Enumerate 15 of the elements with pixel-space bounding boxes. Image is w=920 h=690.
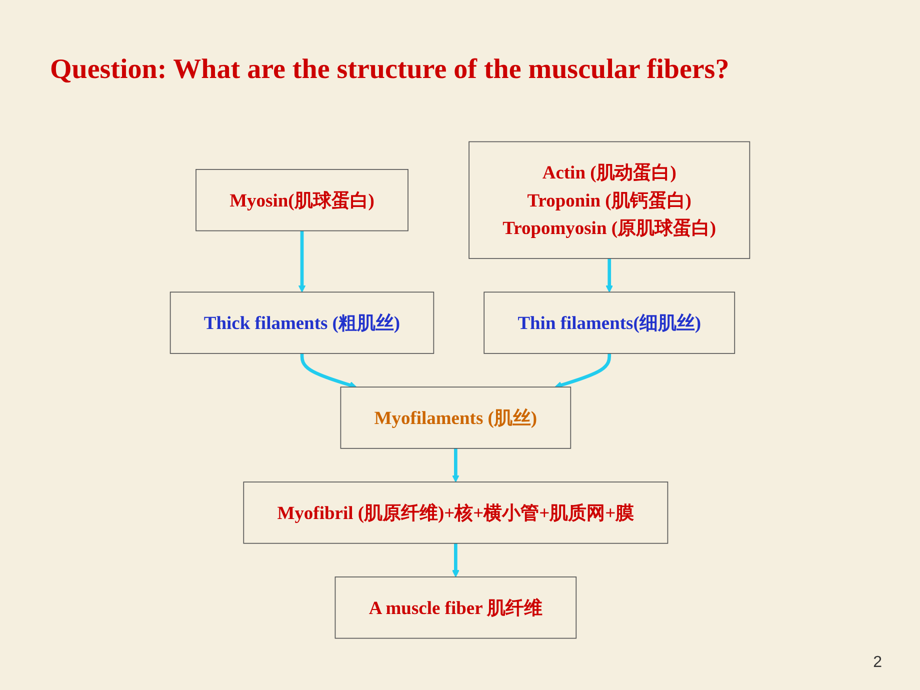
node-box: Myofibril (肌原纤维)+核+横小管+肌质网+膜 [243, 482, 668, 544]
node-box: Thick filaments (粗肌丝) [170, 292, 434, 354]
arrow [452, 543, 460, 578]
arrow [452, 448, 460, 482]
node-box: Myosin(肌球蛋白) [196, 169, 408, 232]
node-box: A muscle fiber 肌纤维 [334, 576, 577, 639]
arrow [554, 353, 612, 389]
question-title: Question: What are the structure of the muscular fibers? [50, 53, 730, 87]
node-box: Actin (肌动蛋白) Troponin (肌钙蛋白) Tropomyosin (原肌球蛋白) [468, 141, 750, 259]
page-number: 2 [873, 654, 882, 672]
node-box: Myofilaments (肌丝) [340, 386, 572, 449]
arrow [300, 353, 357, 389]
node-box: Thin filaments(细肌丝) [484, 292, 736, 354]
arrow [298, 230, 306, 292]
arrow [606, 258, 614, 292]
